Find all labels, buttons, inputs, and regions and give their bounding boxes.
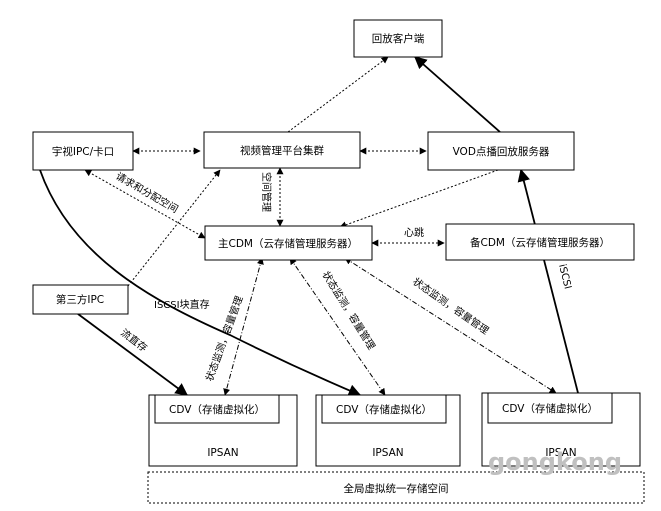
watermark: gongkong <box>488 448 622 476</box>
node-playback-client: 回放客户端 <box>353 19 443 58</box>
node-backup-cdm: 备CDM（云存储管理服务器） <box>445 223 635 261</box>
node-front-ipc: 宇视IPC/卡口 <box>32 131 134 171</box>
cdv-2-label: CDV（存储虚拟化） <box>336 403 432 416</box>
global-storage-space: 全局虚拟统一存储空间 <box>147 471 645 504</box>
edge-videomgmt-client <box>287 56 389 133</box>
node-video-mgmt-cluster: 视频管理平台集群 <box>203 131 361 169</box>
storage-group-3: CDV（存储虚拟化） IPSAN <box>481 392 641 467</box>
label-iscsi-block: ISCSI块直存 <box>154 298 210 311</box>
video-mgmt-cluster-label: 视频管理平台集群 <box>240 144 324 157</box>
third-party-ipc-label: 第三方IPC <box>56 293 104 306</box>
label-heartbeat: 心跳 <box>404 226 424 239</box>
edge-ipc-cdm <box>84 169 206 239</box>
node-third-party-ipc: 第三方IPC <box>32 284 129 315</box>
playback-client-label: 回放客户端 <box>372 32 425 45</box>
label-status-capacity-3: 状态监测，容量管理 <box>410 275 491 337</box>
ipsan-3-label: IPSAN <box>545 447 576 459</box>
ipsan-1-label: IPSAN <box>207 447 238 459</box>
edge-vod-cdm <box>339 169 499 229</box>
global-space-label: 全局虚拟统一存储空间 <box>344 482 449 495</box>
ipsan-2-label: IPSAN <box>372 447 403 459</box>
main-cdm-label: 主CDM（云存储管理服务器） <box>218 237 358 250</box>
edge-ipc-cdv2 <box>39 169 362 397</box>
storage-group-2: CDV（存储虚拟化） IPSAN <box>315 394 461 467</box>
label-iscsi: iSCSI <box>556 263 573 290</box>
vod-server-label: VOD点播回放服务器 <box>453 145 550 158</box>
label-request-alloc: 请求和分配空间 <box>114 169 181 215</box>
node-vod-server: VOD点播回放服务器 <box>427 131 575 171</box>
edge-cdm-cdv1 <box>223 257 264 396</box>
backup-cdm-label: 备CDM（云存储管理服务器） <box>470 236 610 249</box>
edge-cdv3-vod <box>517 168 579 394</box>
cdv-1-label: CDV（存储虚拟化） <box>169 403 265 416</box>
label-space-mgmt: 空间管理 <box>260 172 273 212</box>
node-main-cdm: 主CDM（云存储管理服务器） <box>204 225 373 261</box>
edge-thirdparty-cdv1 <box>77 313 189 396</box>
edge-cdm-cdv2 <box>289 257 386 396</box>
cdv-3-label: CDV（存储虚拟化） <box>502 402 598 415</box>
label-status-capacity-2: 状态监测，容量管理 <box>319 269 378 352</box>
storage-group-1: CDV（存储虚拟化） IPSAN <box>148 394 298 467</box>
edge-thirdparty-videomgmt <box>127 169 221 287</box>
label-stream-store: 流直存 <box>118 326 150 354</box>
edge-cdm-cdv3 <box>344 257 557 394</box>
edge-vod-client <box>414 56 501 133</box>
front-ipc-label: 宇视IPC/卡口 <box>52 145 114 158</box>
